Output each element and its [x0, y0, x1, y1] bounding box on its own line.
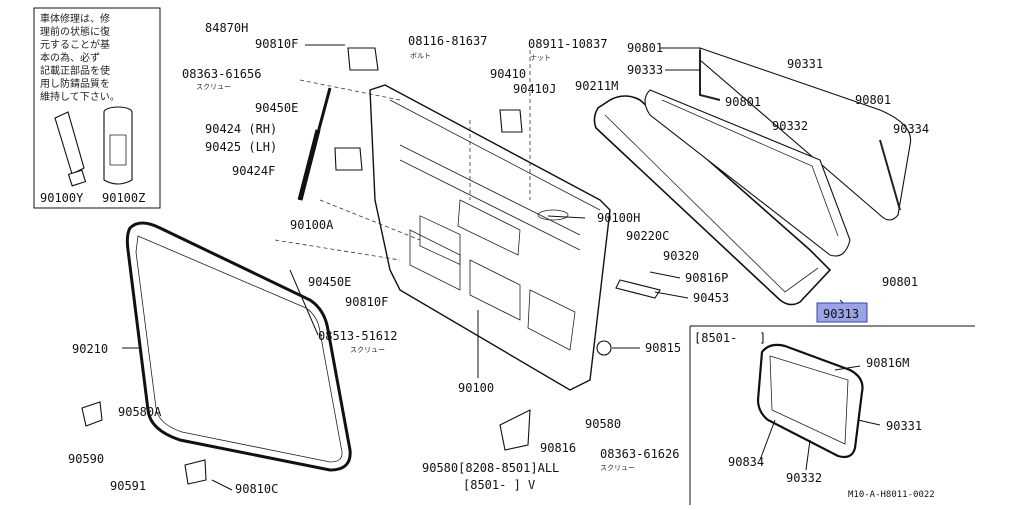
- label-84870H: 84870H: [205, 21, 248, 35]
- lock-90580-icon: [499, 409, 531, 451]
- label-08513-51612: 08513-51612: [318, 329, 397, 343]
- hinge-90810F-top: [347, 47, 379, 71]
- label-screw-3: スクリュー: [600, 464, 635, 472]
- inset-header: [8501-: [694, 331, 737, 345]
- label-90331-top: 90331: [787, 57, 823, 71]
- footer-code: M10-A-H8011-0022: [848, 490, 935, 500]
- label-90313: 90313: [823, 307, 859, 321]
- glass-channel-90332: [699, 50, 901, 211]
- back-door-panel-90100: [369, 84, 611, 391]
- rust-spray-can-icon: [103, 106, 133, 185]
- label-90100A: 90100A: [290, 218, 334, 232]
- label-90801-c: 90801: [855, 93, 891, 107]
- label-90331-inset: 90331: [886, 419, 922, 433]
- label-08116-81637: 08116-81637: [408, 34, 487, 48]
- hinge-90810F-mid: [334, 147, 363, 171]
- label-90424: 90424 (RH): [205, 122, 277, 136]
- label-08363-61626: 08363-61626: [600, 447, 679, 461]
- label-90100Y: 90100Y: [40, 191, 84, 205]
- label-90100Z: 90100Z: [102, 191, 145, 205]
- label-90100H: 90100H: [597, 211, 640, 225]
- label-08911-10837: 08911-10837: [528, 37, 607, 51]
- label-90211M: 90211M: [575, 79, 618, 93]
- label-90810C: 90810C: [235, 482, 278, 496]
- label-90801-b: 90801: [725, 95, 761, 109]
- catch-90580A: [81, 401, 103, 427]
- bracket-90410: [499, 109, 523, 133]
- label-90816: 90816: [540, 441, 576, 455]
- label-90450E-bot: 90450E: [308, 275, 351, 289]
- window-glass-90331: [644, 47, 912, 257]
- label-90801-d: 90801: [882, 275, 918, 289]
- label-90320: 90320: [663, 249, 699, 263]
- inset-header-end: ]: [759, 331, 766, 345]
- label-90332-inset: 90332: [786, 471, 822, 485]
- label-90333: 90333: [627, 63, 663, 77]
- label-90410J: 90410J: [513, 82, 556, 96]
- label-90453: 90453: [693, 291, 729, 305]
- label-screw-1: スクリュー: [196, 83, 231, 91]
- sealer-tube-icon: [54, 111, 87, 187]
- label-bolt: ボルト: [410, 52, 431, 60]
- label-90810F-top: 90810F: [255, 37, 298, 51]
- notice-line: 理前の状態に復: [40, 25, 110, 38]
- label-90580-main: 90580[8208-8501]ALL: [422, 461, 559, 475]
- weatherstrip-90210: [125, 221, 352, 472]
- label-90591: 90591: [110, 479, 146, 493]
- glass-frame-90320: [593, 95, 832, 306]
- guide-90453: [615, 279, 661, 299]
- label-screw-2: スクリュー: [350, 346, 385, 354]
- label-90810F-bot: 90810F: [345, 295, 388, 309]
- highlight-90313[interactable]: [816, 302, 868, 323]
- notice-line: 本の為、必ず: [40, 51, 100, 64]
- label-90801-a: 90801: [627, 41, 663, 55]
- label-90580: 90580: [585, 417, 621, 431]
- inset-8501: [8501- ] 90816M 90331 90834 90332: [689, 325, 975, 505]
- label-90450E-top: 90450E: [255, 101, 298, 115]
- label-90210: 90210: [72, 342, 108, 356]
- label-90424F: 90424F: [232, 164, 275, 178]
- label-90100: 90100: [458, 381, 494, 395]
- stopper-90815: [596, 340, 612, 356]
- notice-line: 車体修理は、修: [40, 12, 110, 25]
- label-90815: 90815: [645, 341, 681, 355]
- label-90410: 90410: [490, 67, 526, 81]
- notice-line: 用し防錆品質を: [40, 77, 110, 90]
- label-90425: 90425 (LH): [205, 140, 277, 154]
- label-90816P: 90816P: [685, 271, 728, 285]
- striker-90591: [184, 459, 207, 485]
- label-90590: 90590: [68, 452, 104, 466]
- notice-box: 車体修理は、修 理前の状態に復 元することが基 本の為、必ず 記載正部品を使 用…: [33, 7, 161, 209]
- label-nut: ナット: [530, 54, 551, 62]
- label-08363-61656: 08363-61656: [182, 67, 261, 81]
- label-90816M: 90816M: [866, 356, 909, 370]
- gas-strut-90424: [297, 87, 332, 201]
- label-90332-top: 90332: [772, 119, 808, 133]
- label-90834: 90834: [728, 455, 764, 469]
- label-90580-main2: [8501- ] V: [463, 478, 535, 492]
- notice-line: 維持して下さい。: [40, 90, 120, 103]
- label-90220C: 90220C: [626, 229, 669, 243]
- label-90580A: 90580A: [118, 405, 162, 419]
- notice-line: 元することが基: [40, 38, 110, 51]
- label-90334: 90334: [893, 122, 929, 136]
- notice-line: 記載正部品を使: [40, 64, 110, 77]
